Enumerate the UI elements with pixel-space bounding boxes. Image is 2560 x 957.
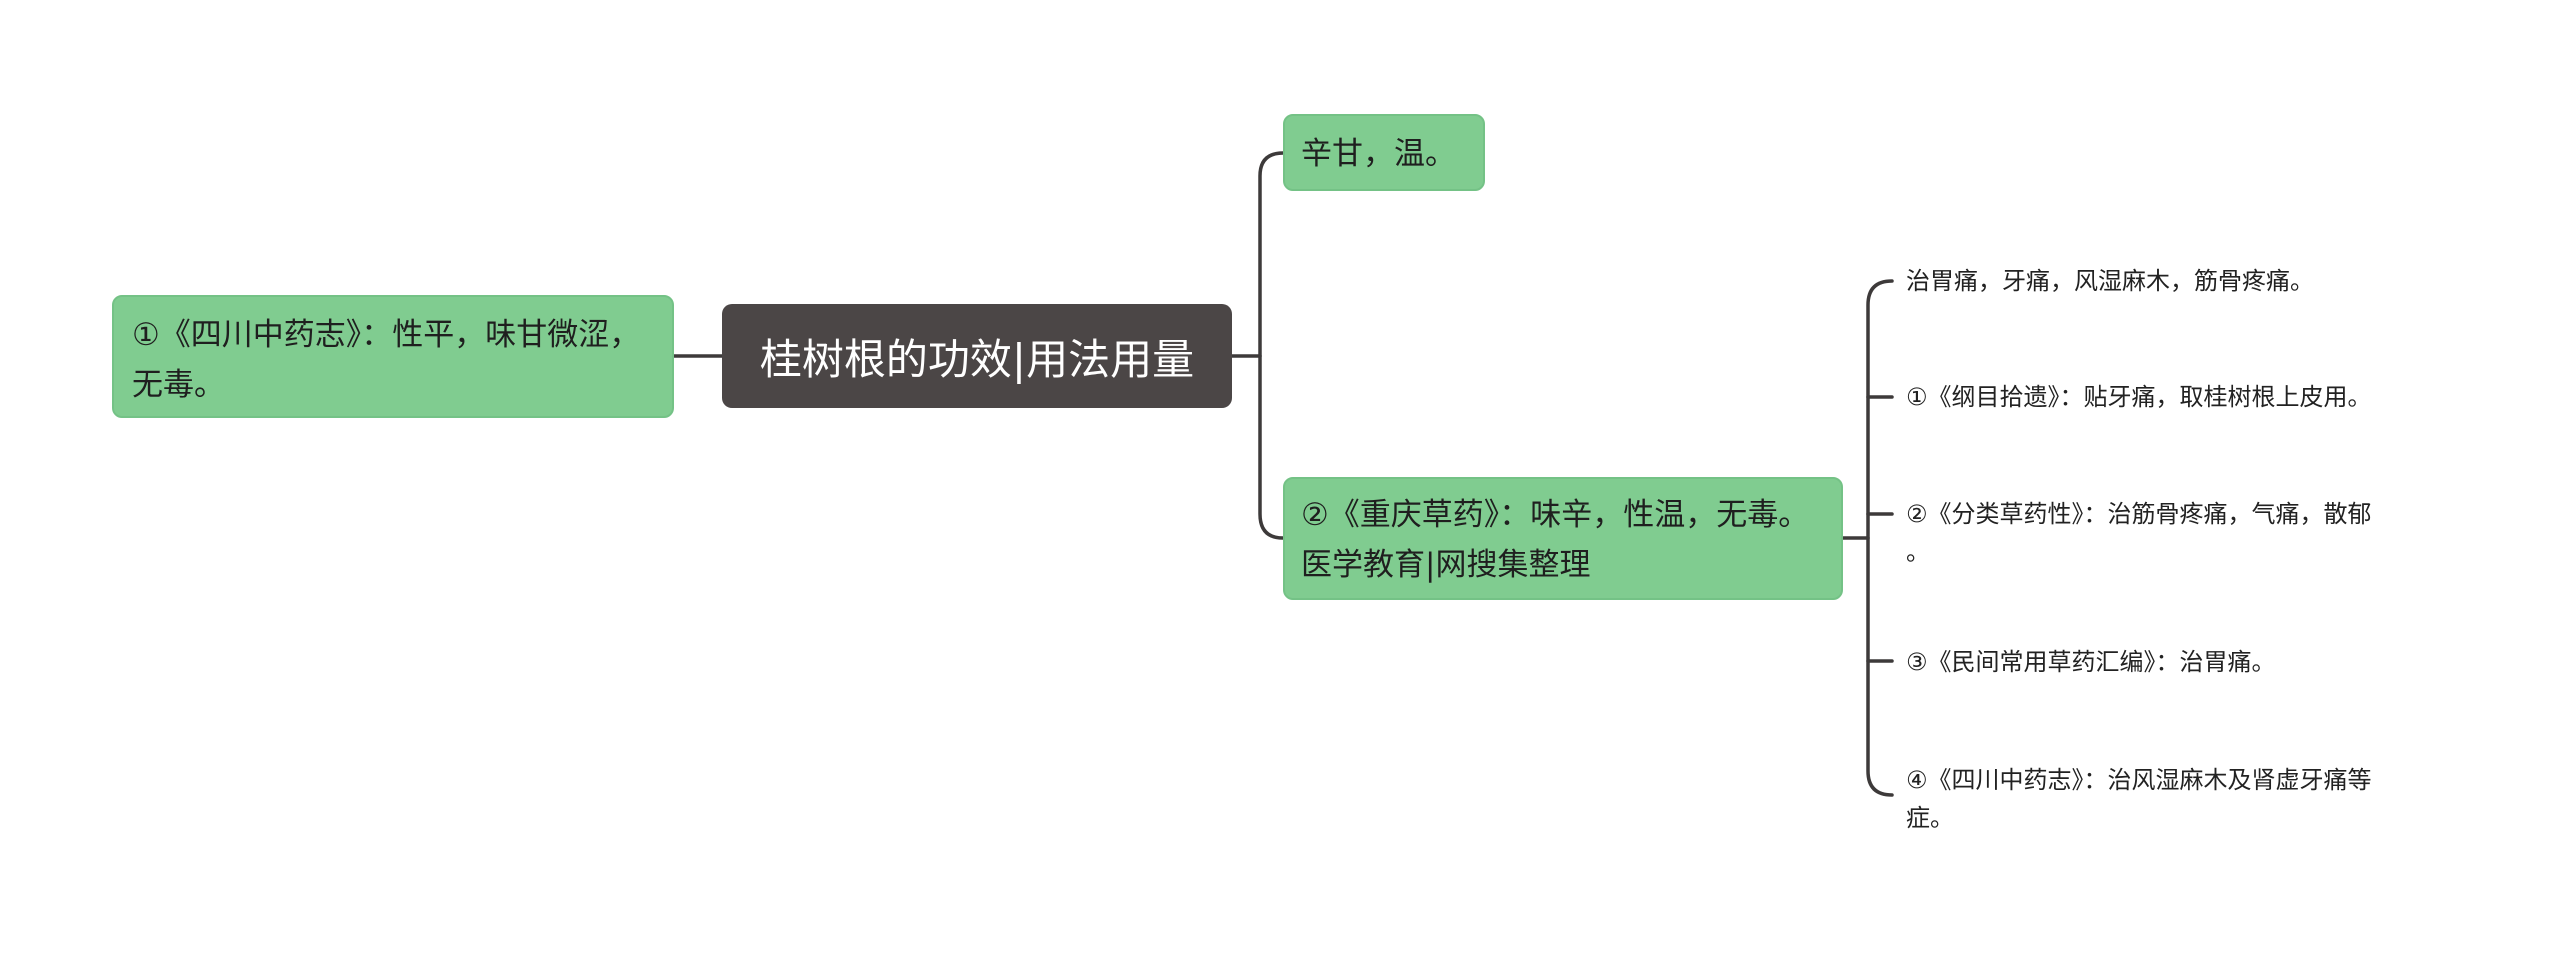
- leaf-sichuan-uses-line1: ④《四川中药志》：治风湿麻木及肾虚牙痛等: [1906, 766, 2372, 794]
- leaf-sichuan-uses-line2: 症。: [1906, 804, 1954, 832]
- leaf-fenlei-line2: 。: [1906, 538, 1930, 566]
- topic-chongqing-text: ②《重庆草药》：味辛，性温，无毒。医学教育|网搜集整理: [1301, 497, 1810, 583]
- leaf-fenlei[interactable]: ②《分类草药性》：治筋骨疼痛，气痛，散郁 。: [1906, 495, 2372, 571]
- leaf-gangmu[interactable]: ①《纲目拾遗》：贴牙痛，取桂树根上皮用。: [1906, 378, 2372, 416]
- leaf-uses[interactable]: 治胃痛，牙痛，风湿麻木，筋骨疼痛。: [1906, 262, 2314, 300]
- root-topic[interactable]: 桂树根的功效|用法用量: [722, 304, 1232, 408]
- root-topic-title: 桂树根的功效|用法用量: [759, 334, 1195, 384]
- leaf-fenlei-line1: ②《分类草药性》：治筋骨疼痛，气痛，散郁: [1906, 500, 2372, 528]
- leaf-gangmu-text: ①《纲目拾遗》：贴牙痛，取桂树根上皮用。: [1906, 383, 2372, 411]
- leaf-minjian[interactable]: ③《民间常用草药汇编》：治胃痛。: [1906, 643, 2276, 681]
- connector-bracket-leaves: [1866, 279, 1894, 797]
- topic-taste[interactable]: 辛甘，温。: [1283, 114, 1485, 191]
- leaf-sichuan-uses[interactable]: ④《四川中药志》：治风湿麻木及肾虚牙痛等 症。: [1906, 761, 2372, 837]
- connector-bracket-main: [1258, 151, 1285, 540]
- leaf-minjian-text: ③《民间常用草药汇编》：治胃痛。: [1906, 648, 2276, 676]
- topic-taste-text: 辛甘，温。: [1301, 136, 1456, 172]
- topic-sichuan-nature[interactable]: ①《四川中药志》：性平，味甘微涩，无毒。: [112, 295, 674, 418]
- leaf-uses-text: 治胃痛，牙痛，风湿麻木，筋骨疼痛。: [1906, 267, 2314, 295]
- topic-chongqing[interactable]: ②《重庆草药》：味辛，性温，无毒。医学教育|网搜集整理: [1283, 477, 1843, 600]
- topic-sichuan-nature-text: ①《四川中药志》：性平，味甘微涩，无毒。: [132, 317, 641, 403]
